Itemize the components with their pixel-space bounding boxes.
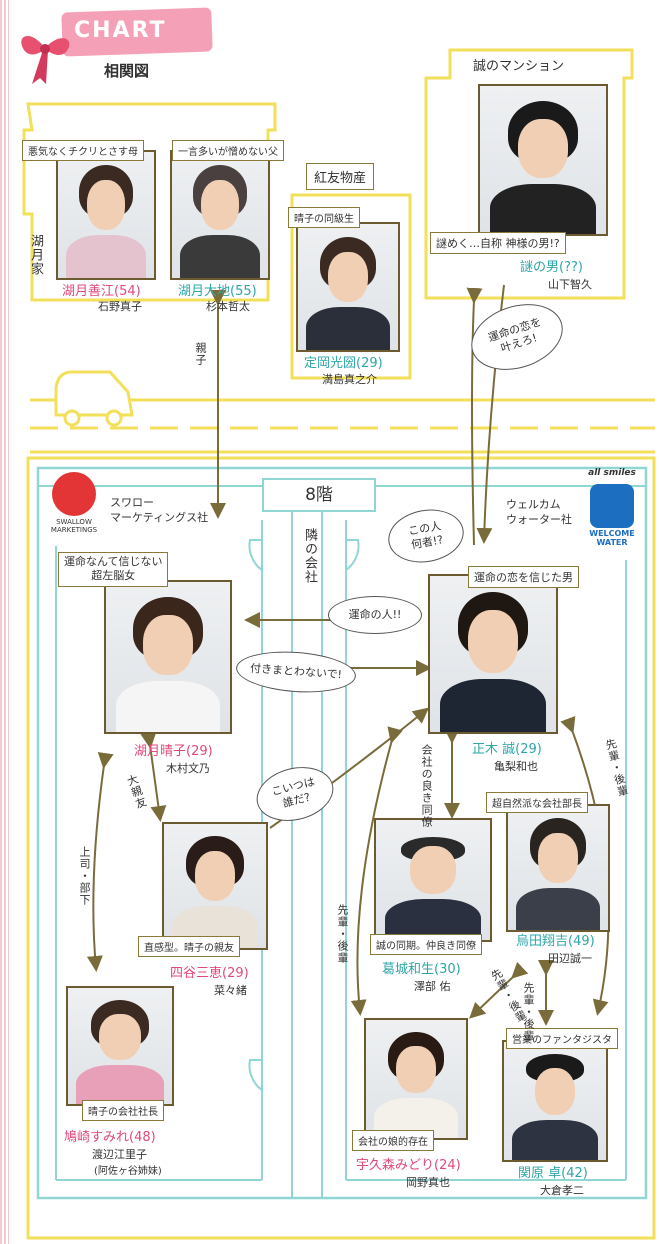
actor-yoshie: 石野真子 bbox=[98, 300, 142, 313]
photo-taku bbox=[502, 1040, 608, 1162]
tag-shokichi: 超自然派な会社部長 bbox=[486, 792, 588, 813]
name-taku: 関原 卓(42) bbox=[518, 1166, 588, 1181]
welcome-label: ウェルカム ウォーター社 bbox=[506, 498, 572, 526]
welcome-drop-icon bbox=[590, 484, 634, 528]
name-shokichi: 烏田翔吉(49) bbox=[516, 934, 595, 949]
photo-haruko bbox=[104, 580, 232, 734]
tag-makoto: 運命の恋を信じた男 bbox=[468, 566, 579, 588]
rel-senpai-kohai-1: 先輩・後輩 bbox=[336, 904, 349, 964]
floor-label: 8階 bbox=[262, 478, 376, 512]
welcome-logo-top: all smiles bbox=[588, 468, 636, 478]
tag-yoshie: 悪気なくチクリとさす母 bbox=[22, 140, 144, 161]
rel-kaisha-dokyo: 会社の良き同僚 bbox=[420, 744, 434, 828]
welcome-logo-bottom: WELCOME WATER bbox=[589, 529, 635, 547]
photo-mitsuzono bbox=[296, 222, 400, 352]
actor-makoto: 亀梨和也 bbox=[494, 760, 538, 773]
photo-yoshie bbox=[56, 150, 156, 280]
actor-sumire: 渡辺江里子 bbox=[92, 1148, 147, 1161]
name-mitsuzono: 定岡光圀(29) bbox=[304, 356, 383, 371]
tag-mie: 直感型。晴子の親友 bbox=[138, 936, 240, 957]
next-company-label: 隣の会社 bbox=[302, 528, 317, 584]
tag-nazo: 謎めく…自称 神様の男!? bbox=[430, 232, 566, 254]
name-makoto: 正木 誠(29) bbox=[472, 742, 542, 757]
photo-nazo bbox=[478, 84, 608, 236]
tag-taku: 営業のファンタジスタ bbox=[506, 1028, 618, 1049]
photo-kazuo bbox=[374, 818, 492, 942]
actor-nazo: 山下智久 bbox=[548, 278, 592, 291]
left-stripe bbox=[0, 0, 9, 1244]
photo-mie bbox=[162, 822, 268, 950]
name-nazo: 謎の男(??) bbox=[520, 260, 583, 275]
actor-haruko: 木村文乃 bbox=[166, 762, 210, 775]
actor-midori: 岡野真也 bbox=[406, 1176, 450, 1189]
chart-subtitle: 相関図 bbox=[104, 62, 150, 80]
kozuki-house-label: 湖月家 bbox=[28, 234, 43, 276]
photo-midori bbox=[364, 1018, 468, 1140]
swallow-label: スワロー マーケティングス社 bbox=[110, 496, 209, 524]
name-kazuo: 葛城和生(30) bbox=[382, 962, 461, 977]
name-yoshie: 湖月善江(54) bbox=[62, 284, 141, 299]
rel-oyako: 親子 bbox=[194, 342, 207, 366]
actor-kazuo: 澤部 佑 bbox=[414, 980, 451, 993]
tag-sumire: 晴子の会社社長 bbox=[82, 1100, 164, 1121]
actor-note-sumire: (阿佐ヶ谷姉妹) bbox=[94, 1166, 162, 1177]
tag-mitsuzono: 晴子の同級生 bbox=[288, 207, 360, 228]
tag-haruko: 運命なんて信じない 超左脳女 bbox=[58, 552, 169, 587]
rel-unmei-hito: 運命の人!! bbox=[328, 596, 422, 634]
photo-daichi bbox=[170, 150, 270, 280]
swallow-logo-icon bbox=[52, 472, 96, 516]
rel-joshi-buka: 上司・部下 bbox=[78, 846, 91, 906]
swallow-logo-text: SWALLOW MARKETINGS bbox=[50, 518, 98, 535]
photo-makoto bbox=[428, 574, 558, 734]
name-mie: 四谷三恵(29) bbox=[170, 966, 249, 981]
actor-taku: 大倉孝二 bbox=[540, 1184, 584, 1197]
welcome-logo: all smiles WELCOME WATER bbox=[580, 468, 644, 558]
actor-shokichi: 田辺誠一 bbox=[548, 952, 592, 965]
mansion-label: 誠のマンション bbox=[466, 52, 572, 77]
swallow-logo: SWALLOW MARKETINGS bbox=[42, 472, 106, 544]
tag-midori: 会社の娘的存在 bbox=[352, 1130, 434, 1151]
name-haruko: 湖月晴子(29) bbox=[134, 744, 213, 759]
tag-kazuo: 誠の同期。仲良き同僚 bbox=[370, 934, 482, 955]
actor-mie: 菜々緒 bbox=[214, 984, 247, 997]
photo-shokichi bbox=[506, 804, 610, 932]
actor-daichi: 杉本哲太 bbox=[206, 300, 250, 313]
actor-mitsuzono: 満島真之介 bbox=[322, 373, 377, 386]
chart-label: CHART bbox=[74, 18, 167, 43]
tag-daichi: 一言多いが憎めない父 bbox=[172, 140, 284, 161]
chart-header: CHART 相関図 bbox=[48, 6, 218, 80]
ribbon-bow-icon bbox=[21, 35, 70, 84]
name-sumire: 鳩崎すみれ(48) bbox=[64, 1130, 156, 1145]
photo-sumire bbox=[66, 986, 174, 1106]
rel-senpai-kohai-4: 先輩・後輩 bbox=[522, 982, 535, 1042]
name-daichi: 湖月大地(55) bbox=[178, 284, 257, 299]
name-midori: 宇久森みどり(24) bbox=[356, 1158, 461, 1173]
kouyuu-label: 紅友物産 bbox=[306, 163, 375, 190]
